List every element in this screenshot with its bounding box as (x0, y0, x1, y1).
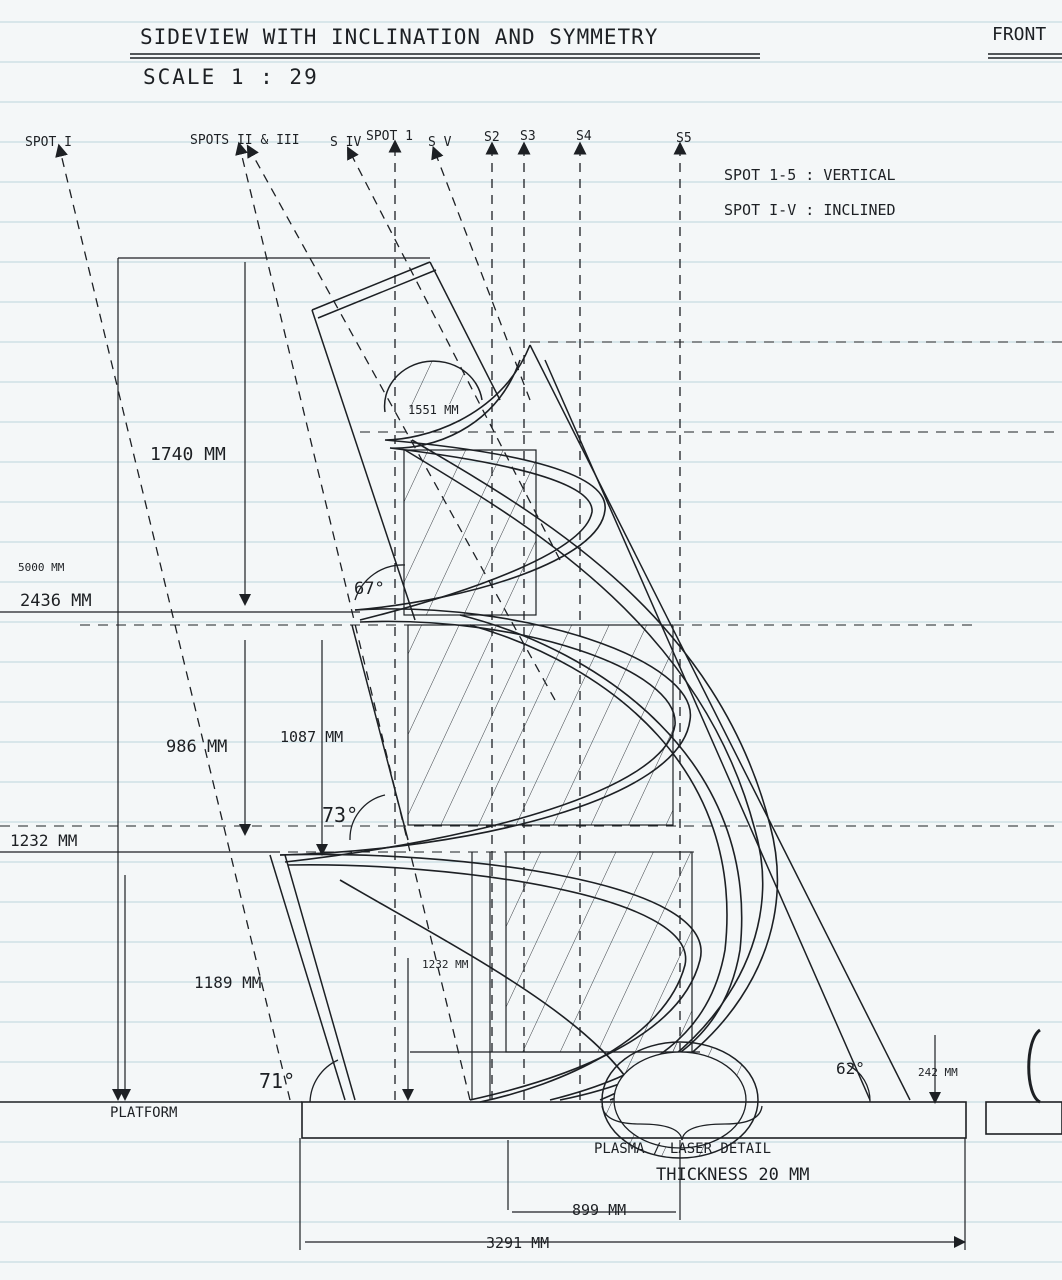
legend-vertical: SPOT 1-5 : VERTICAL (724, 166, 896, 184)
legend-inclined: SPOT I-V : INCLINED (724, 201, 896, 219)
front-view-partial (1027, 1028, 1042, 1104)
spot-2-label: S2 (484, 130, 500, 145)
scale-label: SCALE 1 : 29 (143, 65, 319, 89)
dim-1189: 1189 MM (194, 973, 261, 992)
dim-1232-inner: 1232 MM (422, 958, 469, 971)
spot-V-label: S V (428, 135, 452, 150)
dimension-labels: 1551 MM 1740 MM 5000 MM 2436 MM 1087 MM … (10, 403, 958, 1252)
angle-67: 67° (354, 579, 385, 599)
plasma-label: PLASMA / LASER DETAIL (594, 1141, 771, 1157)
dim-1087: 1087 MM (280, 728, 343, 746)
dim-986: 986 MM (166, 737, 227, 757)
ray-spot-V (431, 145, 531, 401)
spots-II-III-label: SPOTS II & III (190, 133, 300, 148)
angle-62: 62° (836, 1059, 865, 1078)
spot-labels: SPOT I SPOTS II & III S IV SPOT 1 S V S2… (25, 129, 692, 150)
ray-spot-III (246, 144, 556, 701)
dimension-lines (0, 257, 966, 1250)
angle-arcs (309, 564, 871, 1103)
dim-899: 899 MM (572, 1201, 626, 1219)
drawing-title: SIDEVIEW WITH INCLINATION AND SYMMETRY (140, 25, 658, 49)
spot-3-label: S3 (520, 129, 536, 144)
dim-1740: 1740 MM (150, 444, 226, 465)
ray-spot-II (235, 141, 471, 1101)
thickness-label: THICKNESS 20 MM (656, 1165, 810, 1185)
spot-4-label: S4 (576, 129, 592, 144)
detail-brace (601, 1105, 763, 1141)
dim-2436: 2436 MM (20, 591, 92, 611)
spot-5-label: S5 (676, 131, 692, 146)
dim-242: 242 MM (918, 1066, 958, 1079)
dim-5000: 5000 MM (18, 561, 65, 574)
dim-1232: 1232 MM (10, 831, 77, 850)
angle-73: 73° (322, 803, 358, 827)
dim-1551: 1551 MM (408, 403, 459, 417)
front-label: FRONT (992, 24, 1046, 45)
ray-spot-IV (347, 146, 561, 561)
angle-71: 71° (259, 1069, 295, 1093)
spot-IV-label: S IV (330, 135, 361, 150)
inclined-frame (269, 261, 911, 1101)
spot-I-label: SPOT I (25, 135, 72, 150)
spiral-ribbons (279, 344, 779, 1103)
platform-label: PLATFORM (110, 1105, 177, 1121)
spot-1-label: SPOT 1 (366, 129, 413, 144)
top-dome (383, 360, 483, 413)
core-column (403, 449, 700, 1100)
dim-3291: 3291 MM (486, 1234, 549, 1252)
platform-slab (0, 1101, 1062, 1139)
